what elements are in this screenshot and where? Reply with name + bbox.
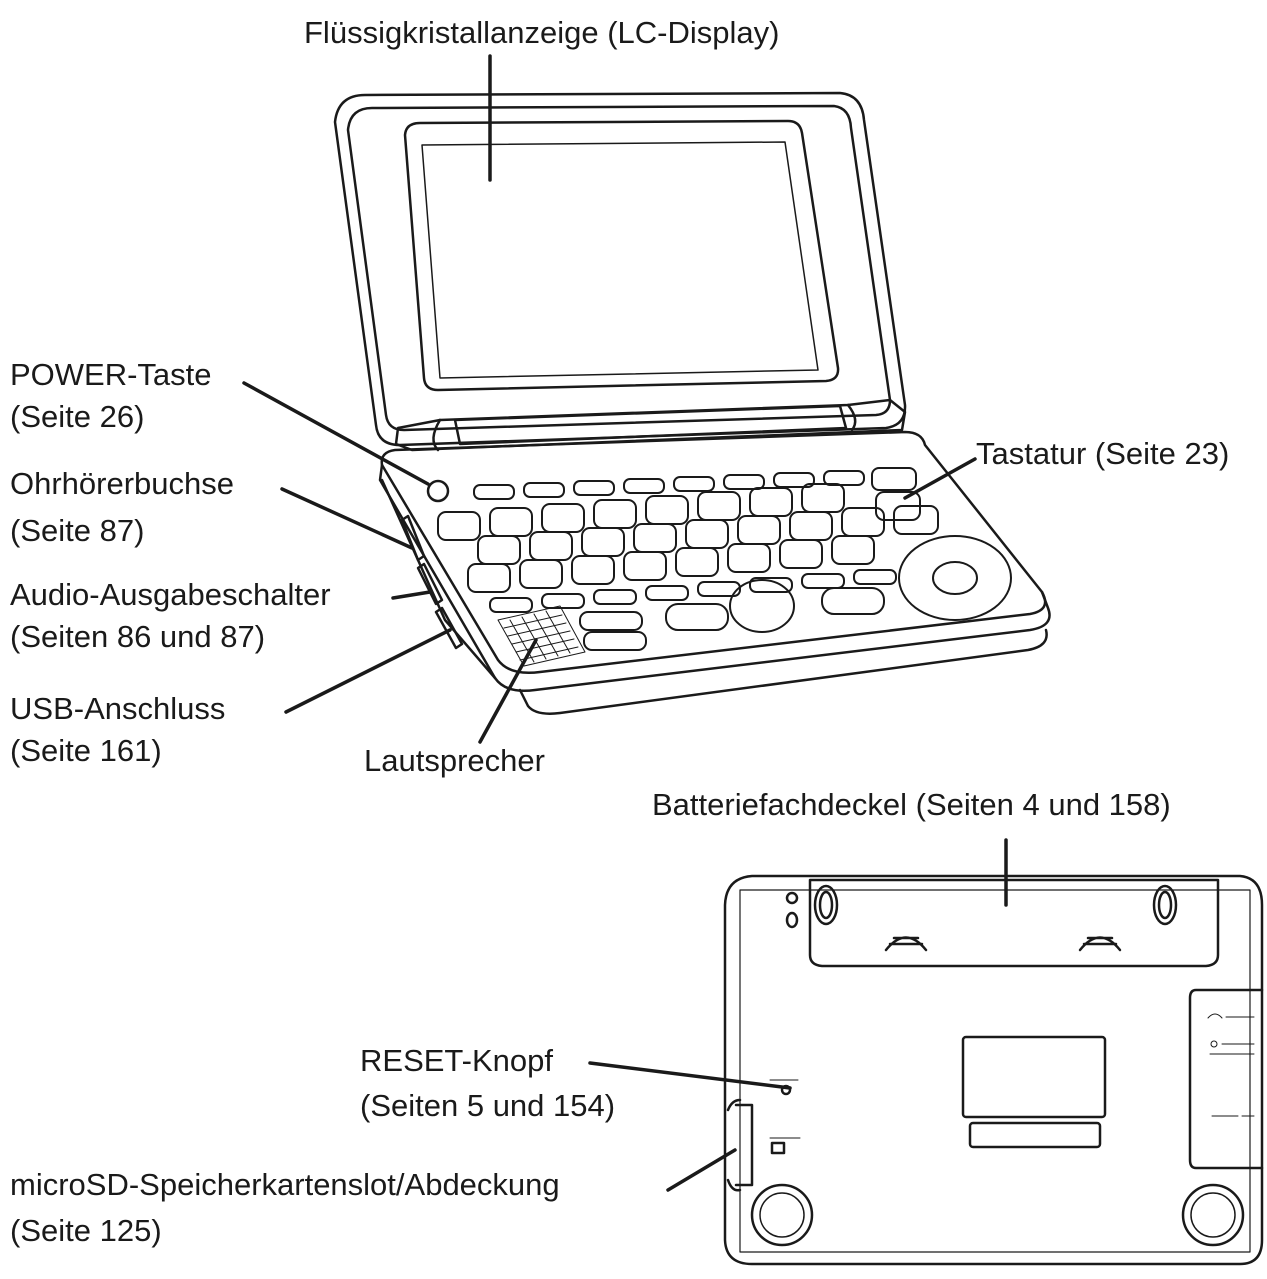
lc-display	[405, 121, 838, 390]
speaker-label: Lautsprecher	[364, 740, 545, 782]
keyboard-label: Tastatur (Seite 23)	[976, 433, 1229, 475]
leader-usb	[286, 630, 450, 712]
earphone-jack-label: Ohrhörerbuchse	[10, 463, 234, 505]
leader-lines	[244, 56, 1006, 1190]
leader-reset	[590, 1063, 790, 1088]
earphone-jack-page: (Seite 87)	[10, 510, 144, 552]
power-key-label: POWER-Taste	[10, 354, 212, 396]
port-markings	[770, 1014, 1254, 1138]
leader-audio	[393, 592, 430, 598]
power-key-page: (Seite 26)	[10, 396, 144, 438]
audio-switch-label: Audio-Ausgabeschalter	[10, 574, 331, 616]
screen-lid	[335, 93, 905, 450]
keys	[438, 468, 1011, 650]
audio-switch-page: (Seiten 86 und 87)	[10, 616, 265, 658]
leader-power	[244, 383, 428, 484]
battery-cover-label: Batteriefachdeckel (Seiten 4 und 158)	[652, 784, 1171, 826]
leader-earphone	[282, 489, 412, 548]
microsd-slot-label: microSD-Speicherkartenslot/Abdeckung	[10, 1164, 560, 1206]
usb-port-page: (Seite 161)	[10, 730, 162, 772]
display-label: Flüssigkristallanzeige (LC-Display)	[304, 12, 779, 54]
usb-port-label: USB-Anschluss	[10, 688, 225, 730]
power-button	[428, 481, 448, 501]
reset-button-page: (Seiten 5 und 154)	[360, 1085, 615, 1127]
underside-device	[725, 876, 1262, 1264]
microsd-slot-page: (Seite 125)	[10, 1210, 162, 1252]
speaker-grille	[498, 606, 585, 666]
reset-button-label: RESET-Knopf	[360, 1040, 553, 1082]
